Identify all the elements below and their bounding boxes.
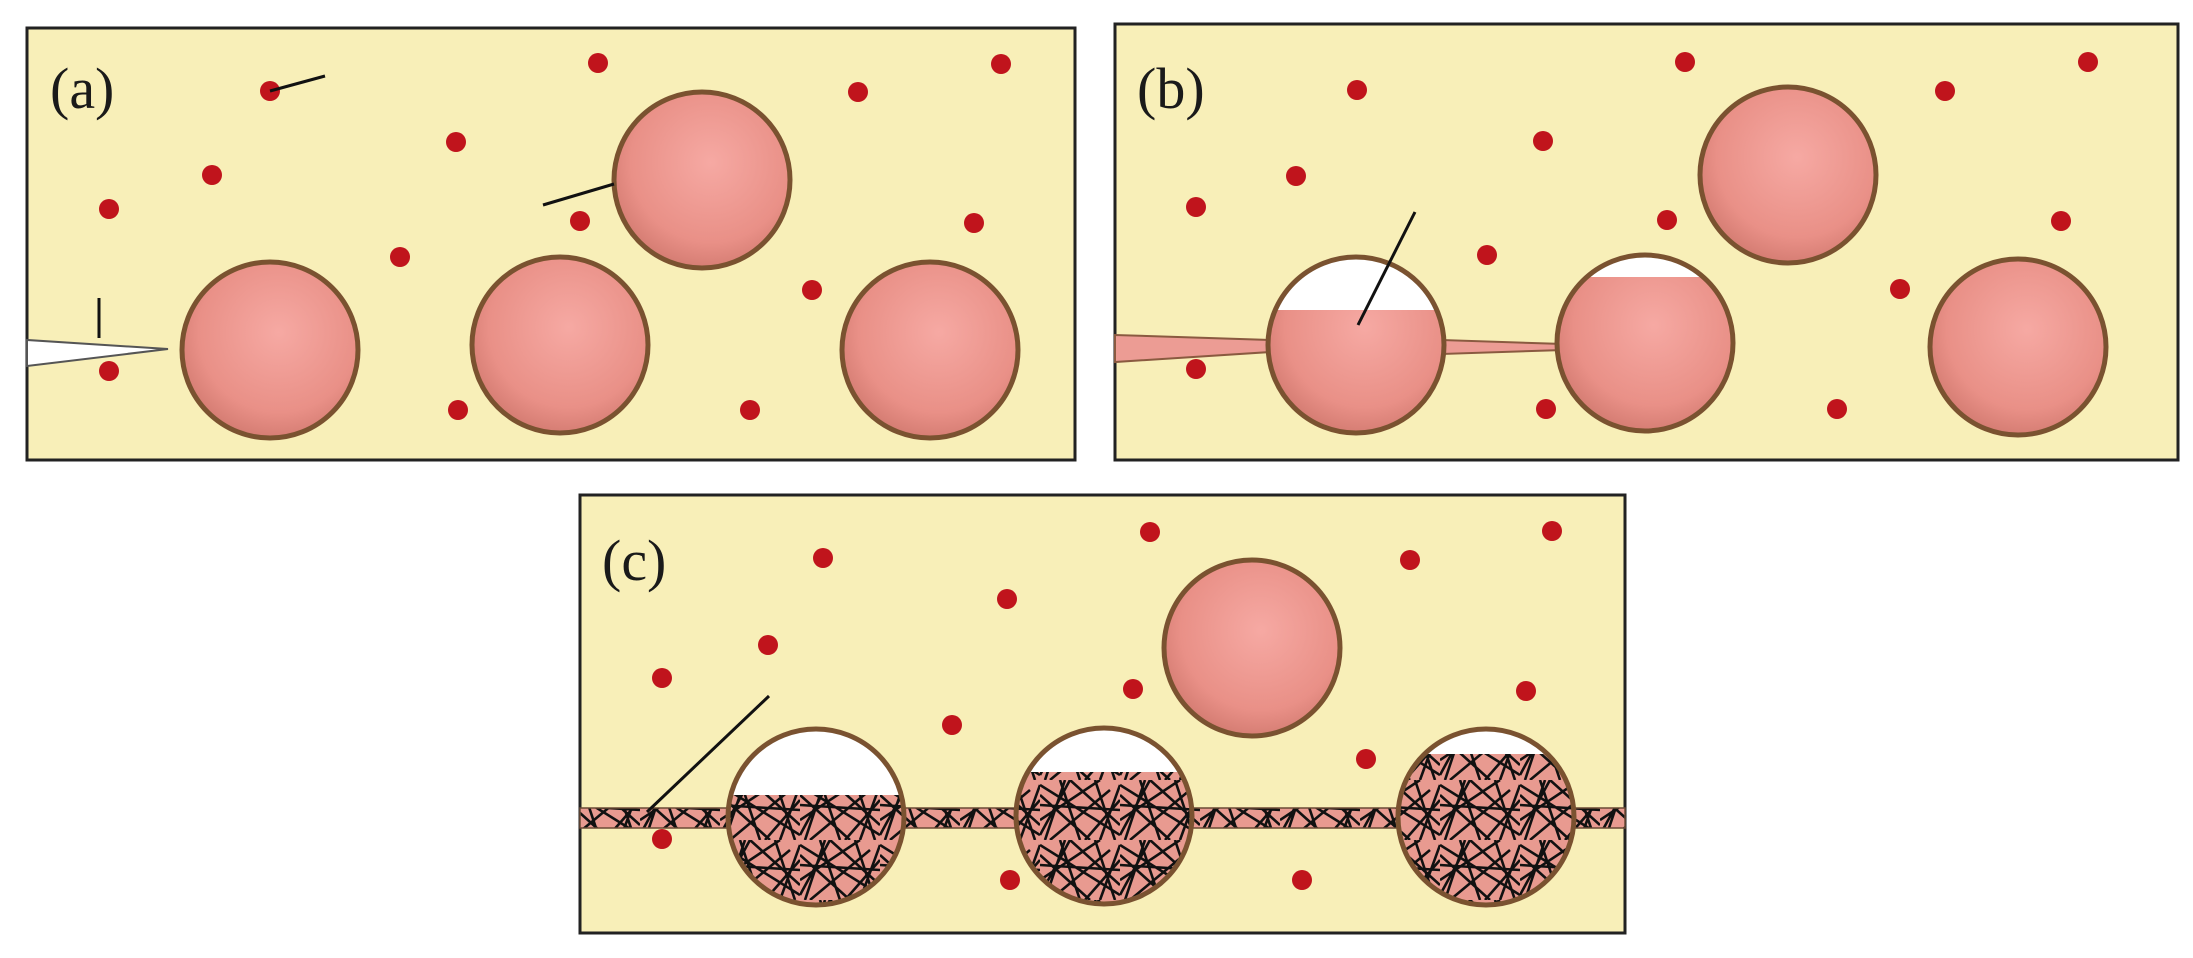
catalyst-particle (997, 589, 1017, 609)
catalyst-particle (1516, 681, 1536, 701)
ruptured-capsule (1265, 254, 1447, 436)
panel-a-label: (a) (50, 56, 114, 121)
catalyst-particle (202, 165, 222, 185)
catalyst-particle (942, 715, 962, 735)
catalyst-particle (1533, 131, 1553, 151)
crack-tip (26, 338, 169, 368)
catalyst-particle (848, 82, 868, 102)
catalyst-particle (964, 213, 984, 233)
catalyst-particle (1675, 52, 1695, 72)
catalyst-particle (1477, 245, 1497, 265)
catalyst-particle (1935, 81, 1955, 101)
panel-c-label: (c) (602, 528, 666, 593)
catalyst-particle (2051, 211, 2071, 231)
catalyst-particle (1123, 679, 1143, 699)
catalyst-particle (446, 132, 466, 152)
pointer-line (542, 182, 615, 207)
catalyst-particle (390, 247, 410, 267)
catalyst-particle (1890, 279, 1910, 299)
catalyst-particle (1536, 399, 1556, 419)
catalyst-particle (1286, 166, 1306, 186)
catalyst-particle (1356, 749, 1376, 769)
microcapsule (179, 259, 361, 441)
catalyst-particle (1186, 197, 1206, 217)
catalyst-particle (1292, 870, 1312, 890)
panel-c: (c) (578, 493, 1627, 935)
catalyst-particle (802, 280, 822, 300)
catalyst-particle (1542, 521, 1562, 541)
catalyst-particle (588, 53, 608, 73)
catalyst-particle (448, 400, 468, 420)
panel-b-label: (b) (1137, 56, 1205, 121)
pointer-line (1356, 211, 1417, 326)
panel-a: (a) (25, 26, 1077, 462)
polymerized-capsule (1395, 726, 1577, 908)
catalyst-particle (1186, 359, 1206, 379)
catalyst-particle (2078, 52, 2098, 72)
catalyst-particle (813, 548, 833, 568)
pointer-line (645, 694, 771, 814)
catalyst-particle (1347, 80, 1367, 100)
catalyst-particle (570, 211, 590, 231)
catalyst-particle (1657, 210, 1677, 230)
catalyst-particle (758, 635, 778, 655)
catalyst-particle (652, 668, 672, 688)
panel-b: (b) (1113, 22, 2180, 462)
catalyst-particle (1000, 870, 1020, 890)
microcapsule (611, 89, 793, 271)
pointer-line (269, 74, 326, 93)
microcapsule (1697, 84, 1879, 266)
microcapsule (1161, 557, 1343, 739)
catalyst-particle (991, 54, 1011, 74)
microcapsule (1927, 256, 2109, 438)
catalyst-particle (99, 361, 119, 381)
polymerized-capsule (1013, 725, 1195, 907)
microcapsule (839, 259, 1021, 441)
catalyst-particle (99, 199, 119, 219)
catalyst-particle (1140, 522, 1160, 542)
catalyst-particle (740, 400, 760, 420)
catalyst-particle (652, 829, 672, 849)
microcapsule (469, 254, 651, 436)
catalyst-particle (1400, 550, 1420, 570)
catalyst-particle (1827, 399, 1847, 419)
